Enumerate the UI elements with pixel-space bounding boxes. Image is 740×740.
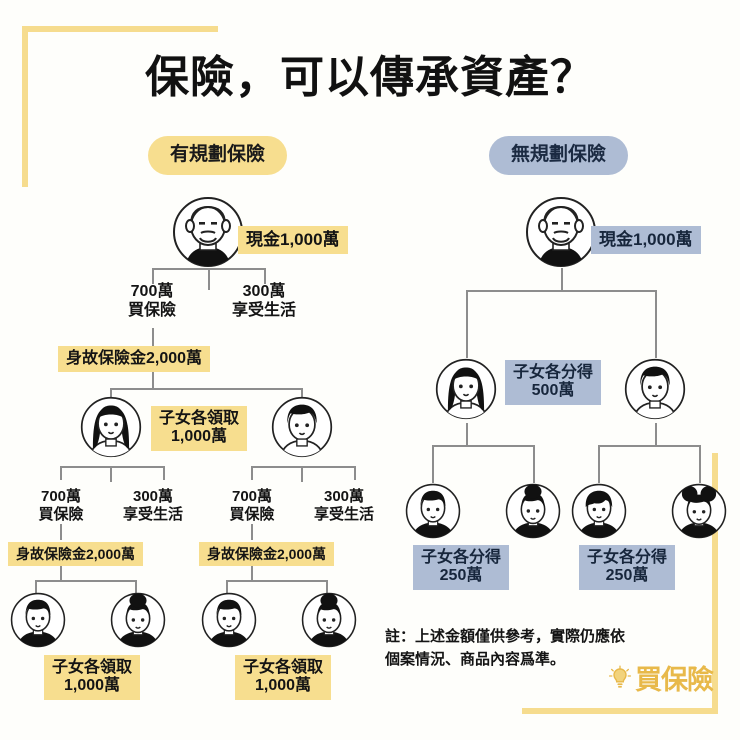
connector-left-gen2-leg-b (301, 388, 303, 404)
label-right-gen3-b: 子女各分得 250萬 (579, 545, 676, 590)
connector-left-root-stem (208, 268, 210, 290)
avatar-granddaughter-left-b (301, 592, 357, 648)
connector-left-c2-leg-a (251, 466, 253, 480)
label-left-death-benefit: 身故保險金2,000萬 (58, 346, 211, 373)
connector-left-c2-gen3-leg-b (326, 580, 328, 594)
frame-corner-top-left (22, 26, 218, 187)
avatar-son-left-gen2 (271, 396, 333, 458)
connector-left-root-bar (152, 268, 265, 270)
connector-right-c2-stem (655, 423, 657, 445)
connector-left-c2-to-benefit (251, 524, 253, 540)
connector-left-benefit-stem (152, 370, 154, 388)
connector-left-c1-benefit-stem (60, 564, 62, 580)
connector-left-c1-bar (60, 466, 164, 468)
connector-left-c2-gen3-bar (226, 580, 327, 582)
connector-left-gen2-bar (110, 388, 302, 390)
connector-left-to-death-benefit (152, 328, 154, 346)
avatar-granddaughter-right-a (505, 483, 561, 539)
connector-right-gen2-leg-a (466, 290, 468, 358)
avatar-daughter-right-gen2 (435, 358, 497, 420)
page-title: 保險，可以傳承資產？ (145, 53, 595, 102)
label-left-gen3-a: 子女各領取 1,000萬 (44, 655, 141, 700)
connector-right-c2-leg-b (699, 445, 701, 483)
connector-left-c2-bar (251, 466, 355, 468)
avatar-granddaughter-left-a (110, 592, 166, 648)
label-left-c1-death-benefit: 身故保險金2,000萬 (8, 542, 144, 567)
connector-left-c2-benefit-stem (251, 564, 253, 580)
avatar-grandson-right-a (405, 483, 461, 539)
connector-right-root-stem (561, 268, 563, 290)
connector-left-gen2-leg-a (110, 388, 112, 404)
connector-left-c1-gen3-leg-a (35, 580, 37, 594)
footnote-text: 註：上述金額僅供參考，實際仍應依 個案情況、商品內容爲準。 (385, 628, 626, 669)
connector-left-c2-leg-b (354, 466, 356, 480)
avatar-grandson-right-b (571, 483, 627, 539)
connector-left-c1-stem (110, 466, 112, 482)
label-left-split-living: 300萬 享受生活 (231, 283, 296, 320)
connector-right-c1-leg-b (533, 445, 535, 483)
connector-left-root-leg-b (264, 268, 266, 284)
label-left-split-insurance: 700萬 買保險 (127, 283, 176, 320)
frame-corner-bottom-right (522, 453, 718, 714)
label-right-cash: 現金1,000萬 (591, 226, 701, 254)
label-left-gen2-inherit: 子女各領取 1,000萬 (151, 406, 248, 451)
connector-left-c1-leg-b (163, 466, 165, 480)
connector-left-c2-gen3-leg-a (226, 580, 228, 594)
heading-pill-with-insurance: 有規劃保險 (148, 136, 288, 175)
label-left-c2-split-insurance: 700萬 買保險 (229, 488, 275, 523)
heading-pill-without-insurance: 無規劃保險 (489, 136, 629, 175)
avatar-son-right-gen2 (624, 358, 686, 420)
label-left-cash: 現金1,000萬 (238, 226, 348, 254)
avatar-grandparent-right (525, 196, 597, 268)
connector-right-c2-bar (598, 445, 700, 447)
avatar-grandson-left-b (201, 592, 257, 648)
brand-logo-text: 買保險 (635, 665, 714, 695)
connector-left-c1-leg-a (60, 466, 62, 480)
connector-right-c1-bar (432, 445, 534, 447)
label-right-gen3-a: 子女各分得 250萬 (413, 545, 510, 590)
connector-left-c2-stem (301, 466, 303, 482)
brand-logo: 買保險 (608, 665, 714, 696)
connector-left-c1-gen3-leg-b (135, 580, 137, 594)
connector-left-c1-to-benefit (60, 524, 62, 540)
label-left-c2-split-living: 300萬 享受生活 (313, 488, 374, 523)
connector-left-root-leg-a (152, 268, 154, 284)
label-left-c1-split-insurance: 700萬 買保險 (38, 488, 84, 523)
label-left-gen3-b: 子女各領取 1,000萬 (235, 655, 332, 700)
connector-right-c2-leg-a (598, 445, 600, 483)
avatar-grandson-left-a (10, 592, 66, 648)
lightbulb-icon (608, 665, 632, 696)
avatar-daughter-left-gen2 (80, 396, 142, 458)
connector-left-c1-gen3-bar (35, 580, 136, 582)
label-right-gen2-share: 子女各分得 500萬 (505, 360, 602, 405)
connector-right-c1-leg-a (432, 445, 434, 483)
connector-right-c1-stem (466, 423, 468, 445)
connector-right-gen2-bar (466, 290, 656, 292)
connector-right-gen2-leg-b (655, 290, 657, 358)
label-left-c1-split-living: 300萬 享受生活 (122, 488, 183, 523)
avatar-grandparent-left (172, 196, 244, 268)
label-left-c2-death-benefit: 身故保險金2,000萬 (199, 542, 335, 567)
avatar-granddaughter-right-b (671, 483, 727, 539)
